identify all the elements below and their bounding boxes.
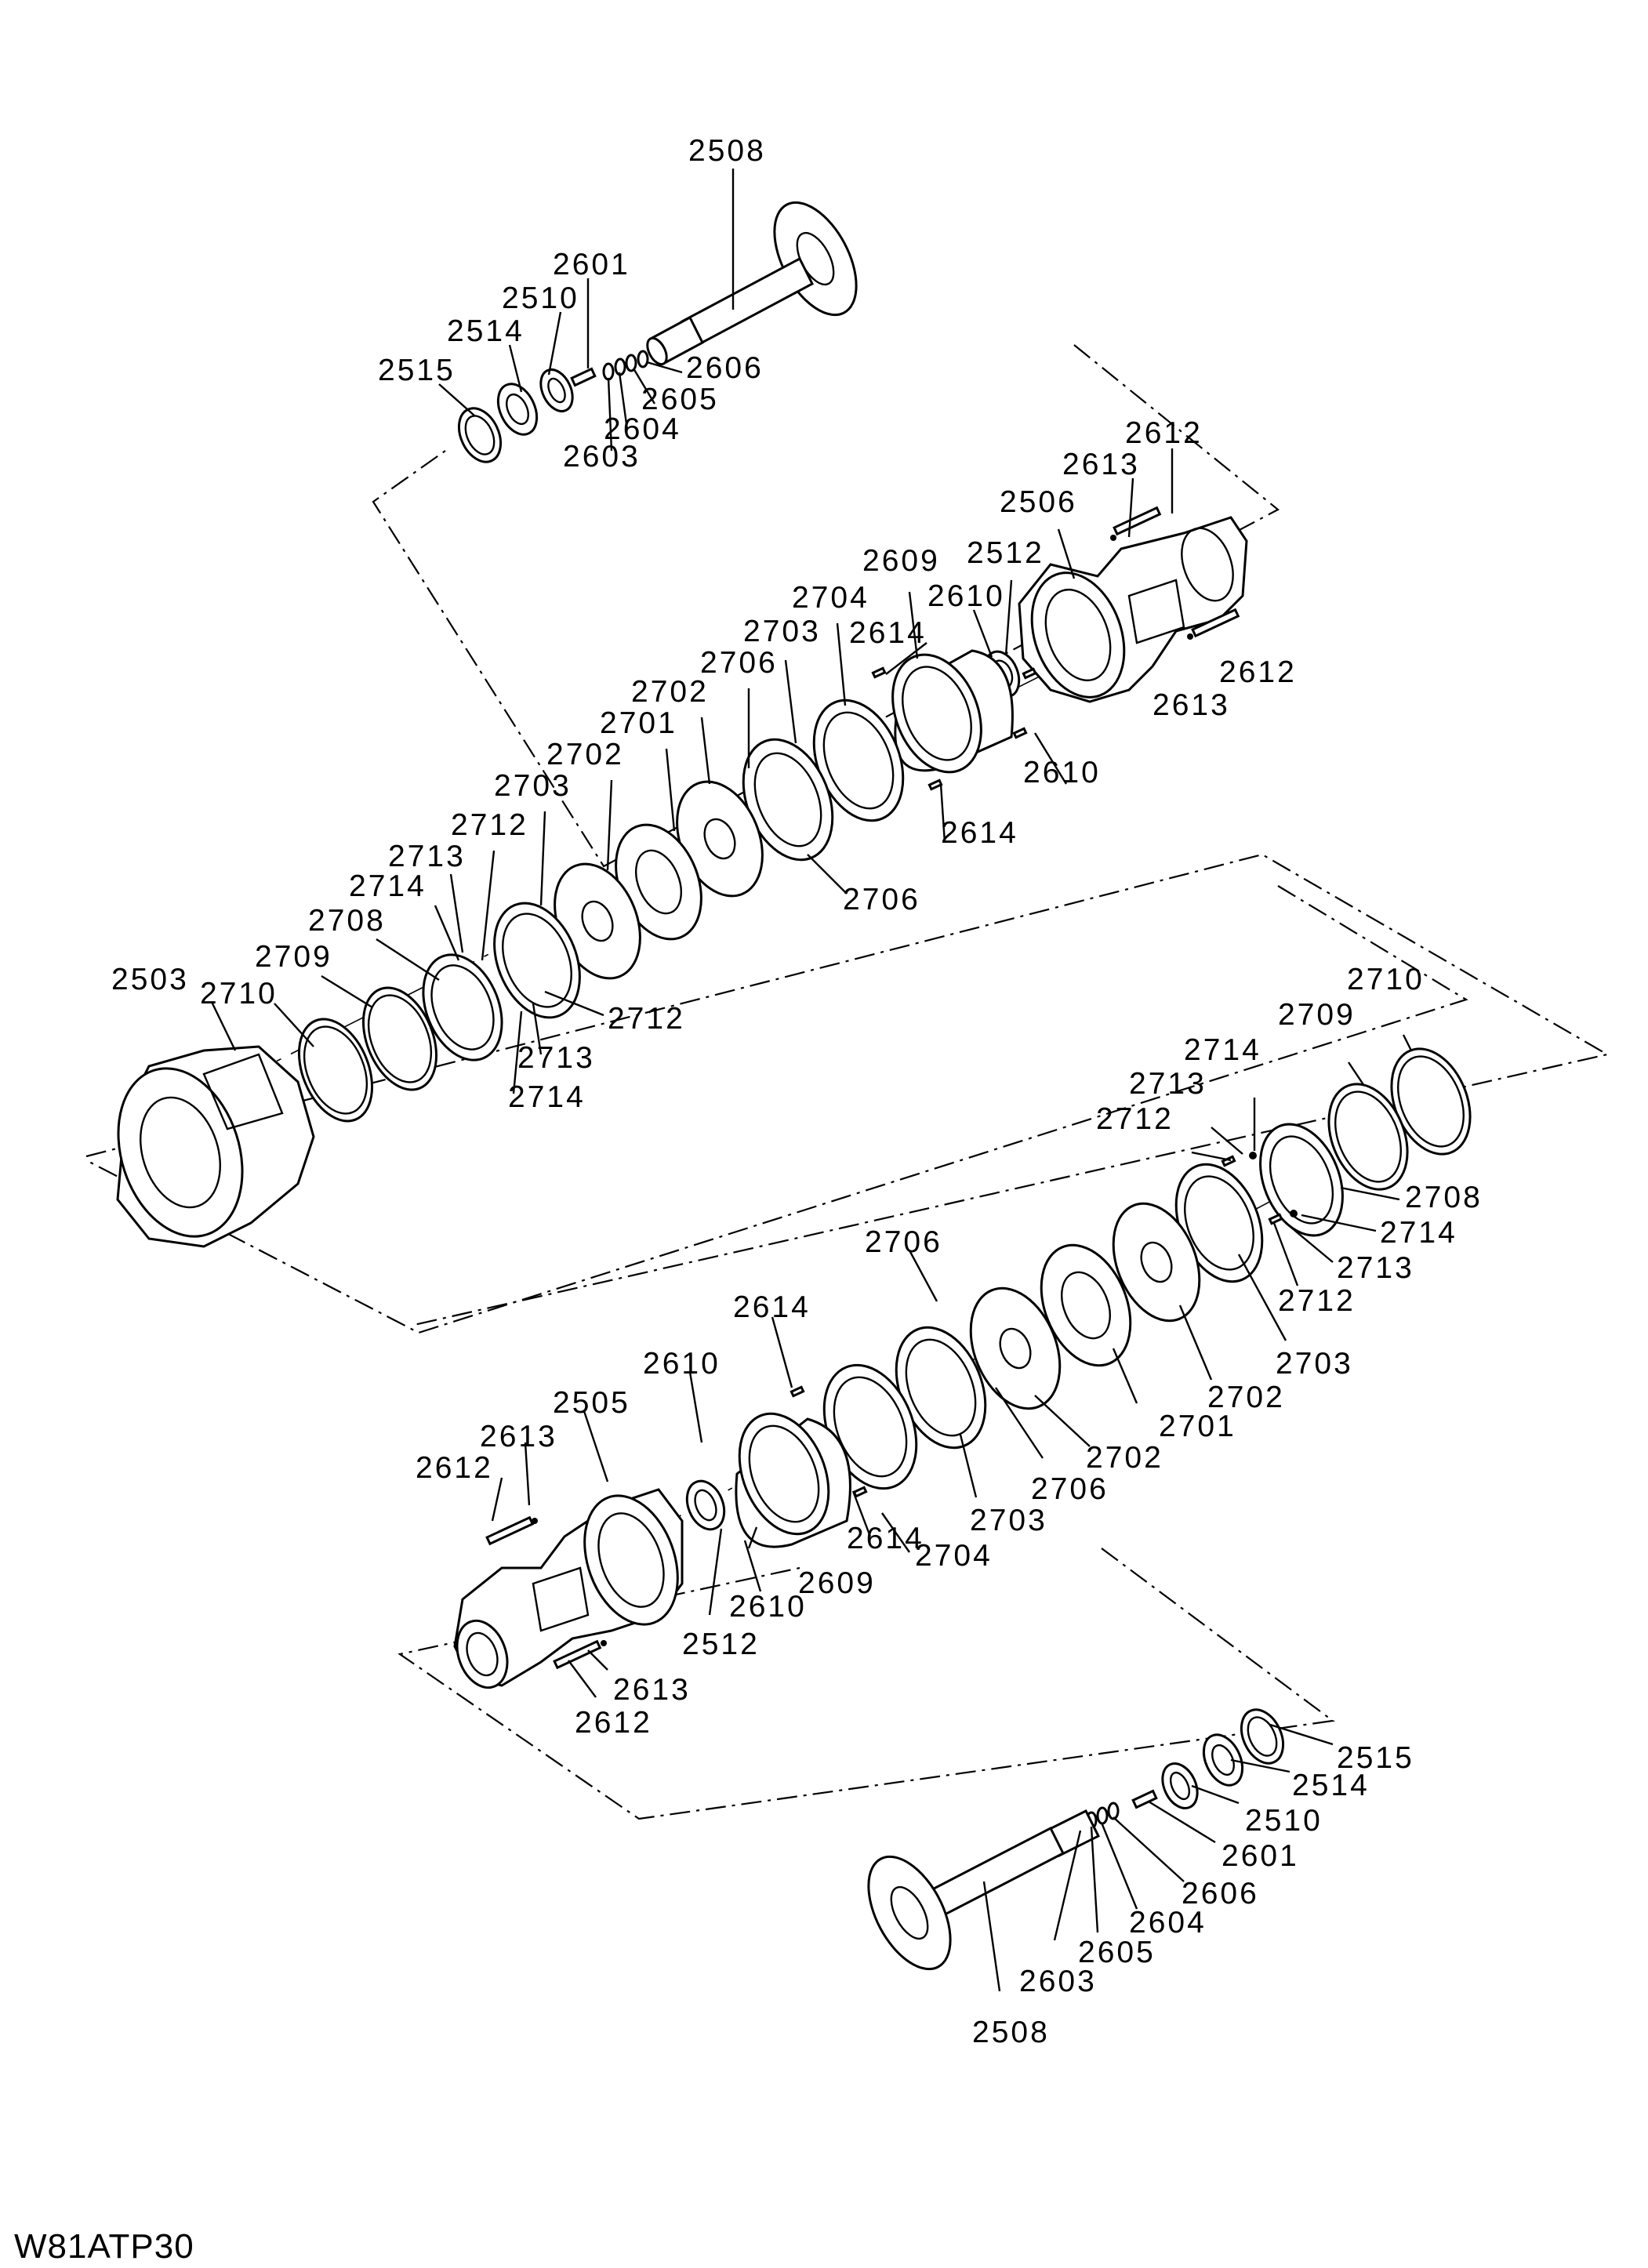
callout-2706-upper-a: 2706 xyxy=(700,646,778,680)
callout-2706-lower-a: 2706 xyxy=(865,1225,942,1259)
callout-2714-lower-b: 2714 xyxy=(1380,1216,1457,1250)
upper-outer-housing xyxy=(1018,516,1248,703)
upper-brake-pack xyxy=(297,699,905,1123)
callout-2701-upper: 2701 xyxy=(600,706,677,740)
callout-2703-lower-b: 2703 xyxy=(970,1504,1047,1537)
callout-2612-lower-b: 2612 xyxy=(575,1706,652,1740)
callout-2702-lower-b: 2702 xyxy=(1086,1441,1163,1475)
callout-2610-lower-a: 2610 xyxy=(643,1347,721,1381)
callout-2610-upper-a: 2610 xyxy=(927,579,1005,613)
callout-2702-lower-a: 2702 xyxy=(1207,1381,1285,1414)
bottom-axle-shaft xyxy=(867,1809,1101,1971)
callout-2712-lower-a: 2712 xyxy=(1096,1102,1174,1136)
callout-2605-top: 2605 xyxy=(641,383,719,416)
callout-2606-top: 2606 xyxy=(686,351,764,385)
callout-2612-lower-a: 2612 xyxy=(416,1451,493,1485)
callout-2505: 2505 xyxy=(553,1386,630,1420)
callout-2714-upper-b: 2714 xyxy=(508,1080,586,1114)
callout-2510-top: 2510 xyxy=(502,281,579,315)
callout-2713-upper-a: 2713 xyxy=(388,840,466,873)
callout-2710-upper: 2710 xyxy=(200,977,278,1011)
callout-2604-bottom: 2604 xyxy=(1129,1906,1207,1940)
callout-2609-lower: 2609 xyxy=(798,1566,876,1600)
callout-2614-upper-a: 2614 xyxy=(849,616,927,650)
callout-2512-upper: 2512 xyxy=(967,536,1044,570)
callout-2514-bottom: 2514 xyxy=(1292,1769,1370,1802)
callout-2703-upper-a: 2703 xyxy=(743,615,821,648)
callout-2614-lower-a: 2614 xyxy=(733,1290,811,1324)
callout-2709-upper: 2709 xyxy=(255,940,332,974)
top-shaft-small-parts xyxy=(457,350,649,463)
callout-labels: 2508 2601 2510 2514 2515 2606 2605 2604 … xyxy=(111,134,1483,2049)
callout-2515-bottom: 2515 xyxy=(1337,1741,1414,1775)
callout-2610-upper-b: 2610 xyxy=(1023,756,1101,789)
lower-brake-pack xyxy=(822,1047,1472,1490)
callout-2601-top: 2601 xyxy=(553,248,630,281)
callout-2708-upper: 2708 xyxy=(308,904,386,938)
callout-2701-lower: 2701 xyxy=(1159,1410,1236,1443)
upper-housing-fasteners xyxy=(871,506,1240,791)
callout-2603-top: 2603 xyxy=(563,440,641,474)
callout-2510-bottom: 2510 xyxy=(1245,1804,1323,1838)
callout-2514-top: 2514 xyxy=(447,314,525,348)
center-housing xyxy=(116,1045,315,1248)
lower-brake-fasteners xyxy=(790,1152,1298,1498)
callout-2708-lower: 2708 xyxy=(1405,1181,1483,1214)
leader-lines xyxy=(210,169,1413,1992)
callout-2702-upper-b: 2702 xyxy=(546,738,624,771)
callout-2713-lower-b: 2713 xyxy=(1337,1251,1414,1285)
upper-seal-and-drum xyxy=(891,649,1021,774)
callout-2710-lower: 2710 xyxy=(1347,963,1425,996)
lower-seal-and-drum xyxy=(685,1412,851,1548)
lower-outer-housing xyxy=(453,1488,684,1689)
callout-2702-upper-a: 2702 xyxy=(631,675,709,709)
callout-2712-lower-b: 2712 xyxy=(1278,1284,1356,1318)
callout-2508-bottom: 2508 xyxy=(972,2016,1050,2049)
callout-2503: 2503 xyxy=(111,963,189,996)
callout-2704-upper: 2704 xyxy=(792,581,869,615)
callout-2610-lower-b: 2610 xyxy=(729,1590,807,1624)
lower-housing-fasteners xyxy=(485,1515,607,1670)
callout-2515-top: 2515 xyxy=(378,354,456,387)
callout-2712-upper-a: 2712 xyxy=(451,808,528,842)
callout-2613-lower-a: 2613 xyxy=(480,1420,557,1453)
callout-2709-lower: 2709 xyxy=(1278,998,1356,1032)
callout-2613-upper-b: 2613 xyxy=(1153,688,1230,722)
drawing-code: W81ATP30 xyxy=(14,2227,194,2266)
callout-2512-lower: 2512 xyxy=(682,1628,760,1661)
callout-2506: 2506 xyxy=(1000,485,1077,519)
callout-2606-bottom: 2606 xyxy=(1182,1877,1259,1911)
callout-2613-lower-b: 2613 xyxy=(613,1673,691,1707)
callout-2713-lower-a: 2713 xyxy=(1129,1067,1207,1101)
top-axle-shaft xyxy=(646,201,858,366)
callout-2609-upper: 2609 xyxy=(862,544,940,578)
callout-2508-top: 2508 xyxy=(688,134,766,168)
callout-2604-top: 2604 xyxy=(604,412,681,446)
callout-2704-lower: 2704 xyxy=(915,1539,993,1573)
callout-2714-lower-a: 2714 xyxy=(1184,1033,1261,1067)
callout-2706-lower-b: 2706 xyxy=(1031,1472,1109,1506)
callout-2703-lower-a: 2703 xyxy=(1276,1347,1353,1381)
callout-2614-upper-b: 2614 xyxy=(941,816,1018,850)
callout-2712-upper-b: 2712 xyxy=(608,1002,685,1036)
callout-2612-upper-a: 2612 xyxy=(1125,416,1203,450)
callout-2714-upper-a: 2714 xyxy=(349,869,427,903)
callout-2613-upper-a: 2613 xyxy=(1062,448,1140,481)
callout-2612-upper-b: 2612 xyxy=(1219,655,1297,689)
callout-2601-bottom: 2601 xyxy=(1221,1839,1299,1873)
callout-2713-upper-b: 2713 xyxy=(517,1041,595,1075)
callout-2605-bottom: 2605 xyxy=(1078,1936,1156,1969)
callout-2614-lower-b: 2614 xyxy=(847,1522,924,1555)
callout-2703-upper-b: 2703 xyxy=(494,769,572,803)
callout-2706-upper-b: 2706 xyxy=(843,883,920,916)
callout-2603-bottom: 2603 xyxy=(1019,1965,1097,1998)
